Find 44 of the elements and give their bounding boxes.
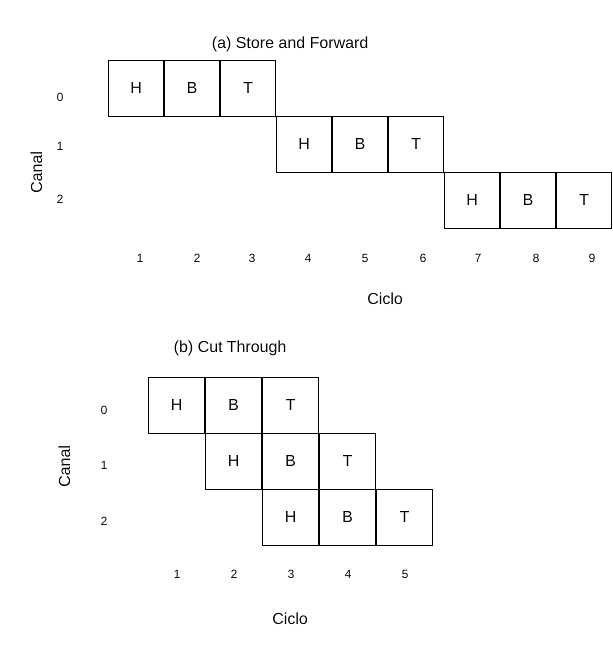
tick-label: 5 xyxy=(362,251,368,265)
timeline-cell: H xyxy=(148,377,205,434)
timeline-cell: B xyxy=(164,60,220,117)
timeline-cell: T xyxy=(388,116,444,173)
timeline-cell: T xyxy=(319,433,376,490)
tick-label: 2 xyxy=(230,567,238,581)
timeline-cell: B xyxy=(262,433,319,490)
tick-label: 7 xyxy=(474,251,482,265)
tick-label: 1 xyxy=(136,251,144,265)
tick-label: 4 xyxy=(304,251,312,265)
timeline-cell: T xyxy=(376,489,433,546)
timeline-cell: H xyxy=(205,433,262,490)
tick-label: 9 xyxy=(588,251,596,265)
timeline-cell: H xyxy=(262,489,319,546)
timeline-cell: B xyxy=(205,377,262,434)
tick-label: 1 xyxy=(100,458,108,472)
tick-label: 3 xyxy=(248,251,256,265)
tick-label: 4 xyxy=(344,567,352,581)
tick-label: 0 xyxy=(56,90,64,104)
panel-title: (a) Store and Forward xyxy=(212,35,368,53)
timeline-cell: H xyxy=(444,172,500,229)
timeline-cell: T xyxy=(556,172,612,229)
timeline-cell: H xyxy=(108,60,164,117)
timeline-cell: B xyxy=(319,489,376,546)
tick-label: 2 xyxy=(100,514,108,528)
tick-label: 6 xyxy=(420,251,426,265)
axis-title: Canal xyxy=(57,445,75,487)
timeline-cell: H xyxy=(276,116,332,173)
timeline-cell: T xyxy=(220,60,276,117)
tick-label: 8 xyxy=(532,251,540,265)
tick-label: 1 xyxy=(174,567,180,581)
tick-label: 3 xyxy=(288,567,294,581)
tick-label: 0 xyxy=(100,403,108,417)
timeline-cell: T xyxy=(262,377,319,434)
timeline-cell: B xyxy=(332,116,388,173)
tick-label: 1 xyxy=(56,139,64,153)
axis-title: Canal xyxy=(29,151,47,193)
tick-label: 2 xyxy=(194,251,200,265)
axis-title: Ciclo xyxy=(272,611,308,629)
tick-label: 5 xyxy=(402,567,408,581)
tick-label: 2 xyxy=(56,192,64,206)
axis-title: Ciclo xyxy=(367,291,403,309)
timeline-cell: B xyxy=(500,172,556,229)
panel-title: (b) Cut Through xyxy=(174,339,286,357)
